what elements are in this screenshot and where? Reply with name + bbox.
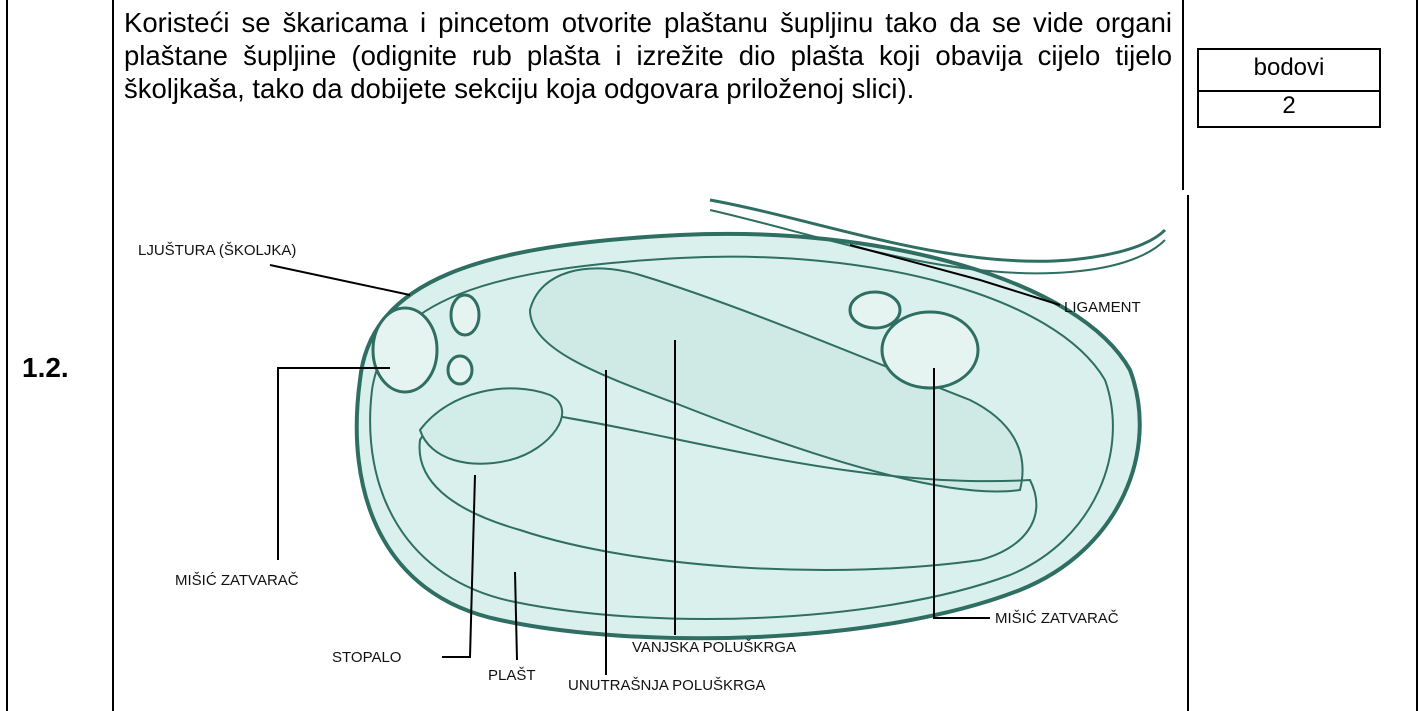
table-border-col1 xyxy=(112,0,114,711)
label-outer-gill: VANJSKA POLUŠKRGA xyxy=(632,639,796,656)
label-mantle: PLAŠT xyxy=(488,667,536,684)
label-foot: STOPALO xyxy=(332,649,401,666)
adductor-muscle-left xyxy=(373,308,437,392)
table-border-left xyxy=(6,0,8,711)
points-box: bodovi 2 xyxy=(1197,48,1381,128)
table-border-right xyxy=(1416,0,1418,711)
label-shell: LJUŠTURA (ŠKOLJKA) xyxy=(138,242,296,259)
adductor-muscle-left-small-2 xyxy=(448,356,472,384)
adductor-muscle-right xyxy=(882,312,978,388)
label-ligament: LIGAMENT xyxy=(1064,299,1141,316)
label-muscle-right: MIŠIĆ ZATVARAČ xyxy=(995,610,1119,627)
points-value: 2 xyxy=(1199,92,1379,120)
label-inner-gill: UNUTRAŠNJA POLUŠKRGA xyxy=(568,677,766,694)
adductor-muscle-left-small xyxy=(451,295,479,335)
adductor-muscle-right-small xyxy=(850,292,900,328)
points-label: bodovi xyxy=(1199,54,1379,92)
table-border-col2-lower xyxy=(1187,195,1189,711)
instruction-text: Koristeći se škaricama i pincetom otvori… xyxy=(124,6,1172,105)
question-number: 1.2. xyxy=(22,352,69,384)
mussel-dissection-figure: LJUŠTURA (ŠKOLJKA) LIGAMENT MIŠIĆ ZATVAR… xyxy=(120,190,1180,705)
label-muscle-left: MIŠIĆ ZATVARAČ xyxy=(175,572,299,589)
table-border-col2 xyxy=(1182,0,1184,190)
